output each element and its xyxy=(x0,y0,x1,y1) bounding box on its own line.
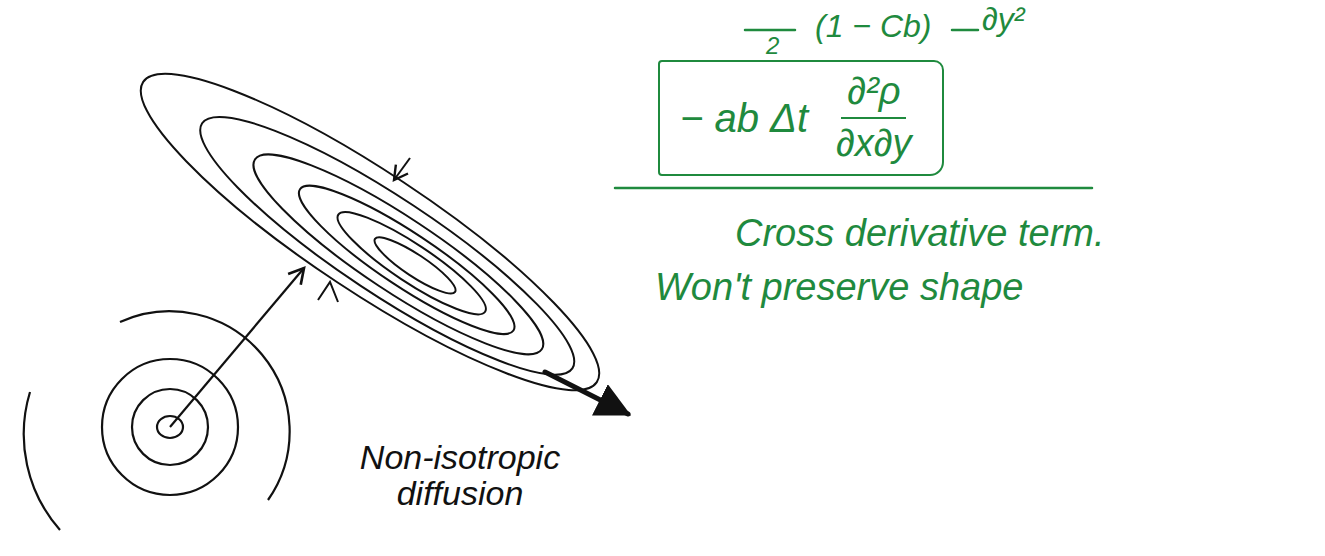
underline xyxy=(615,187,1092,190)
note-text: Cross derivative term. xyxy=(735,214,1105,254)
transform-arrow xyxy=(170,268,304,427)
pointer-arrow xyxy=(394,158,410,180)
denominator-fragment: 2 xyxy=(766,33,779,58)
formula-fragment: ∂y² xyxy=(982,3,1024,37)
formula-box: − ab Δt ∂²ρ∂x∂y xyxy=(658,60,944,176)
anisotropic-ellipses xyxy=(110,32,630,432)
fraction: ∂²ρ∂x∂y xyxy=(830,71,918,165)
stretch-arrow xyxy=(545,372,628,414)
fraction-denominator: ∂x∂y xyxy=(830,119,918,165)
isotropic-circles xyxy=(24,311,290,530)
arrow-chevron xyxy=(318,282,338,302)
formula-term: − ab Δt xyxy=(680,96,808,140)
fraction-numerator: ∂²ρ xyxy=(841,71,906,119)
note-text: Won't preserve shape xyxy=(655,268,1023,308)
formula-fragment: (1 − Cb) xyxy=(815,10,931,44)
figure-caption: Non-isotropic diffusion xyxy=(335,440,585,511)
